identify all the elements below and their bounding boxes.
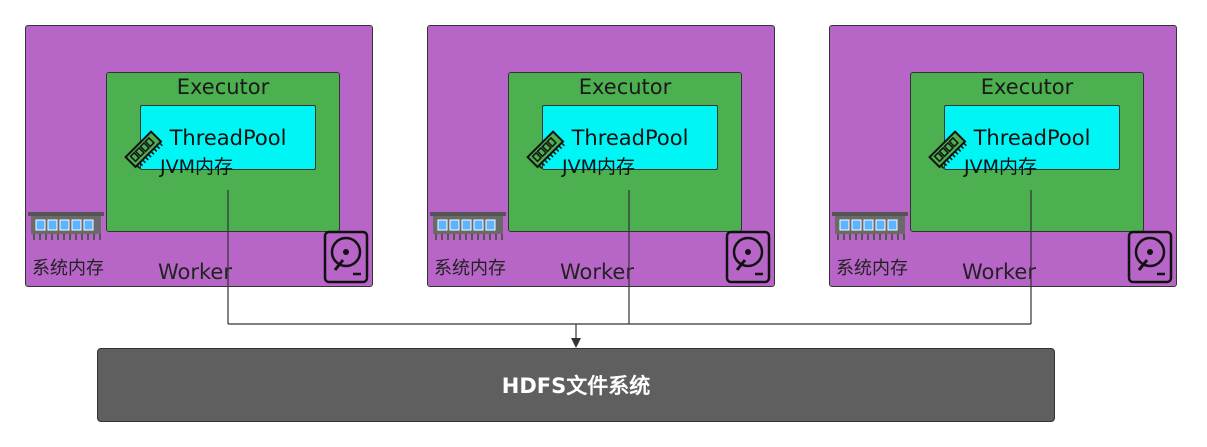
executor-label: Executor	[980, 75, 1074, 99]
threadpool-box: ThreadPool	[140, 105, 316, 170]
executor-box: Executor ThreadPool	[106, 72, 340, 232]
system-memory-label: 系统内存	[434, 258, 506, 279]
executor-label: Executor	[578, 75, 672, 99]
jvm-memory-label: JVM内存	[562, 156, 635, 178]
worker-node-2: Executor ThreadPool JVM内存 系统内存 Worker	[427, 25, 775, 287]
hard-disk-icon	[1127, 230, 1173, 284]
worker-label: Worker	[560, 260, 634, 284]
ram-icon	[124, 130, 163, 169]
hdfs-storage-box: HDFS文件系统	[97, 348, 1055, 422]
system-memory-label: 系统内存	[32, 258, 104, 279]
hard-disk-icon	[725, 230, 771, 284]
memory-module-icon	[832, 212, 908, 240]
hard-disk-icon	[323, 230, 369, 284]
jvm-memory-label: JVM内存	[160, 156, 233, 178]
system-memory-label: 系统内存	[836, 258, 908, 279]
threadpool-box: ThreadPool	[542, 105, 718, 170]
worker-node-1: Executor ThreadPool JVM内存 系统内存 Worker	[25, 25, 373, 287]
worker-label: Worker	[158, 260, 232, 284]
ram-icon	[928, 130, 967, 169]
ram-icon	[526, 130, 565, 169]
worker-label: Worker	[962, 260, 1036, 284]
threadpool-box: ThreadPool	[944, 105, 1120, 170]
worker-node-3: Executor ThreadPool JVM内存 系统内存 Worker	[829, 25, 1177, 287]
executor-label: Executor	[176, 75, 270, 99]
arrow-head	[571, 338, 581, 348]
jvm-memory-label: JVM内存	[964, 156, 1037, 178]
memory-module-icon	[430, 212, 506, 240]
memory-module-icon	[28, 212, 104, 240]
